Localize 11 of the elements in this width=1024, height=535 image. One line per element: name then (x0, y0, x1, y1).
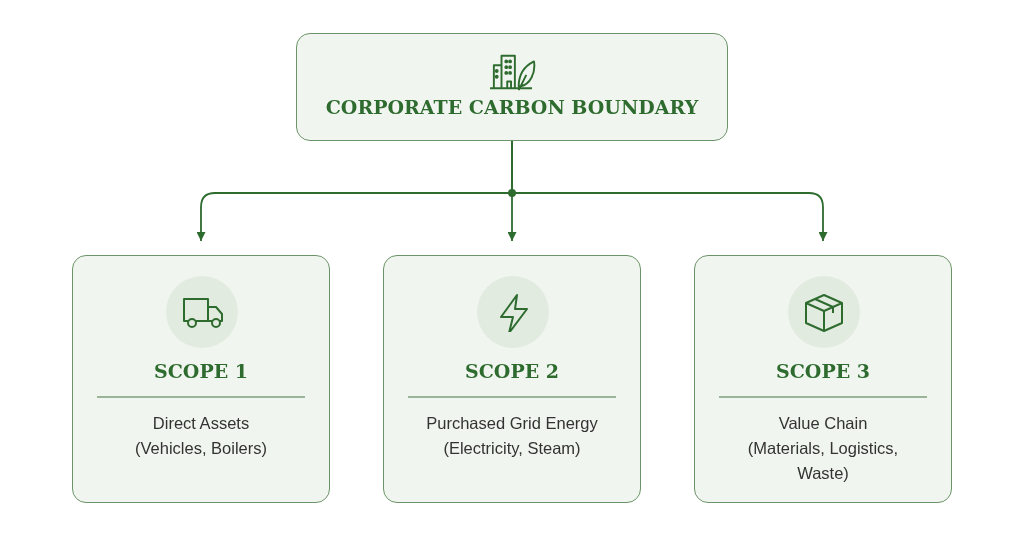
title-box (296, 33, 728, 141)
scope-heading: SCOPE 3 (775, 360, 871, 382)
scope-card (694, 255, 952, 503)
scope-heading: SCOPE 2 (464, 360, 560, 382)
boundary-heading: CORPORATE CARBON BOUNDARY (324, 96, 700, 118)
scope-card (72, 255, 330, 503)
scope-description: Purchased Grid Energy (Electricity, Steam) (425, 413, 599, 459)
scope-heading: SCOPE 1 (153, 360, 249, 382)
scope-description: Value Chain (Materials, Logistics, Waste) (746, 413, 900, 484)
scope-description: Direct Assets (Vehicles, Boilers) (133, 413, 269, 459)
scope-card (383, 255, 641, 503)
